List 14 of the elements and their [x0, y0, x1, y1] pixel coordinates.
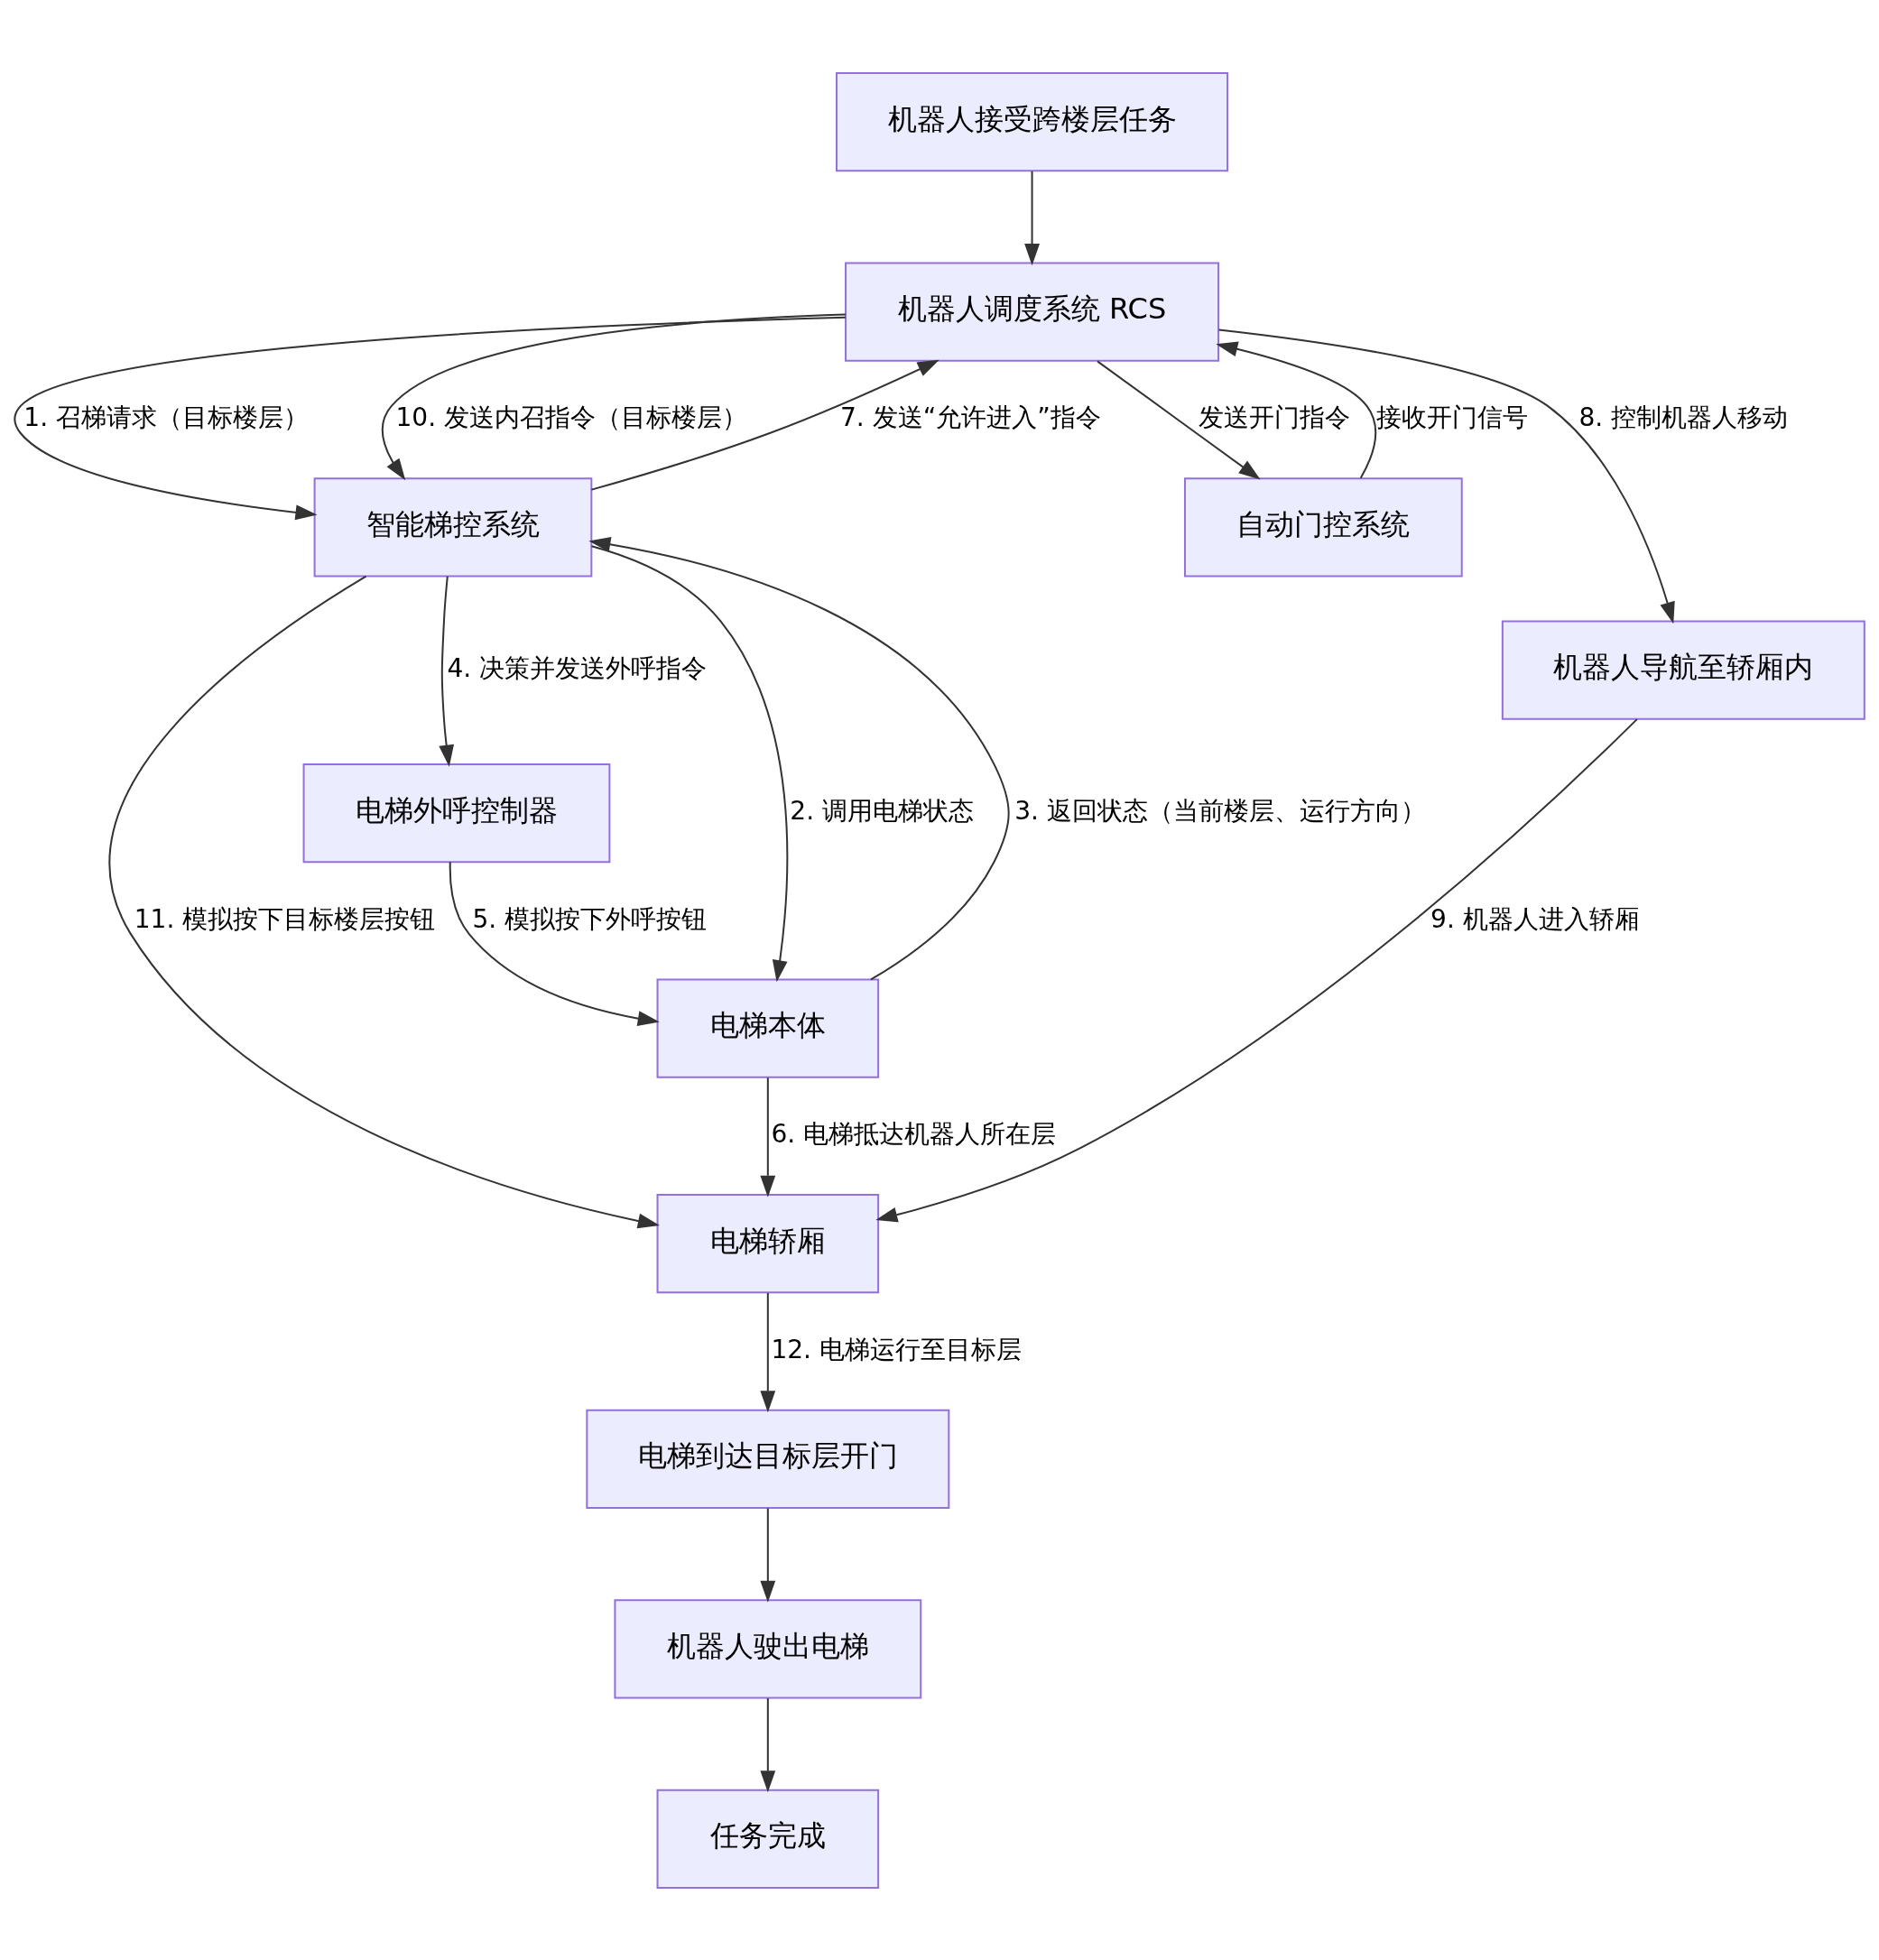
edge-label: 11. 模拟按下目标楼层按钮 [134, 903, 436, 934]
edge-label: 10. 发送内召指令（目标楼层） [395, 402, 748, 432]
edge-label: 3. 返回状态（当前楼层、运行方向） [1014, 795, 1426, 826]
edge-label: 2. 调用电梯状态 [790, 795, 974, 826]
edge-label: 接收开门信号 [1375, 402, 1528, 432]
edge-label: 9. 机器人进入轿厢 [1430, 903, 1640, 934]
edge-label: 4. 决策并发送外呼指令 [447, 652, 708, 683]
edge-label: 1. 召梯请求（目标楼层） [23, 402, 310, 432]
edge-label: 6. 电梯抵达机器人所在层 [771, 1118, 1057, 1149]
edge-label: 7. 发送“允许进入”指令 [840, 402, 1101, 432]
edge-label: 12. 电梯运行至目标层 [771, 1334, 1022, 1364]
edge-label: 5. 模拟按下外呼按钮 [472, 903, 708, 934]
edge-label: 8. 控制机器人移动 [1578, 402, 1789, 432]
edge-label: 发送开门指令 [1199, 402, 1351, 432]
